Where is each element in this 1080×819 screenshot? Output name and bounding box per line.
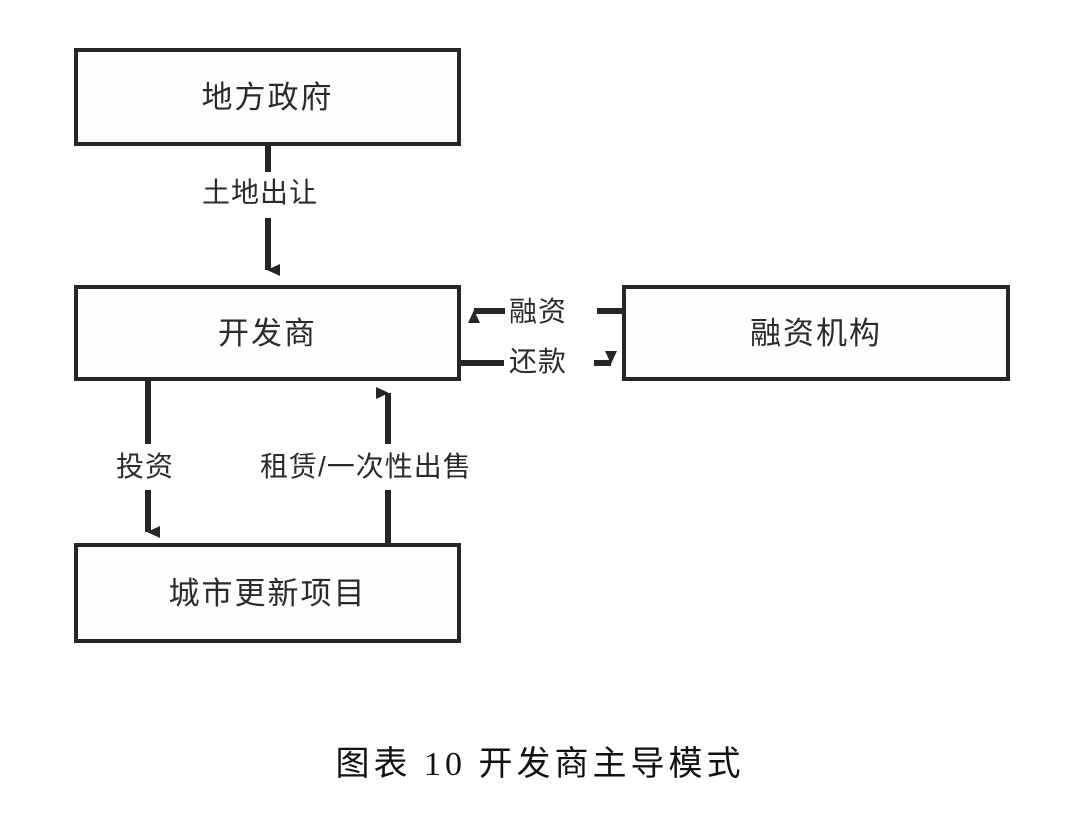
edge-label-repayment: 还款 bbox=[505, 347, 572, 377]
node-developer-label: 开发商 bbox=[218, 315, 317, 351]
edge-label-financing: 融资 bbox=[505, 297, 572, 327]
node-developer[interactable]: 开发商 bbox=[74, 285, 461, 381]
node-local-government[interactable]: 地方政府 bbox=[74, 48, 461, 146]
edge-label-land-transfer: 土地出让 bbox=[198, 178, 323, 208]
edge-label-lease-or-sale: 租赁/一次性出售 bbox=[256, 452, 476, 482]
figure-caption: 图表 10 开发商主导模式 bbox=[335, 746, 745, 783]
node-financing-institution-label: 融资机构 bbox=[750, 315, 882, 351]
node-urban-renewal-project-label: 城市更新项目 bbox=[168, 575, 367, 611]
node-local-government-label: 地方政府 bbox=[201, 79, 334, 115]
node-urban-renewal-project[interactable]: 城市更新项目 bbox=[74, 543, 461, 643]
edge-label-investment: 投资 bbox=[112, 452, 179, 482]
node-financing-institution[interactable]: 融资机构 bbox=[622, 285, 1010, 381]
